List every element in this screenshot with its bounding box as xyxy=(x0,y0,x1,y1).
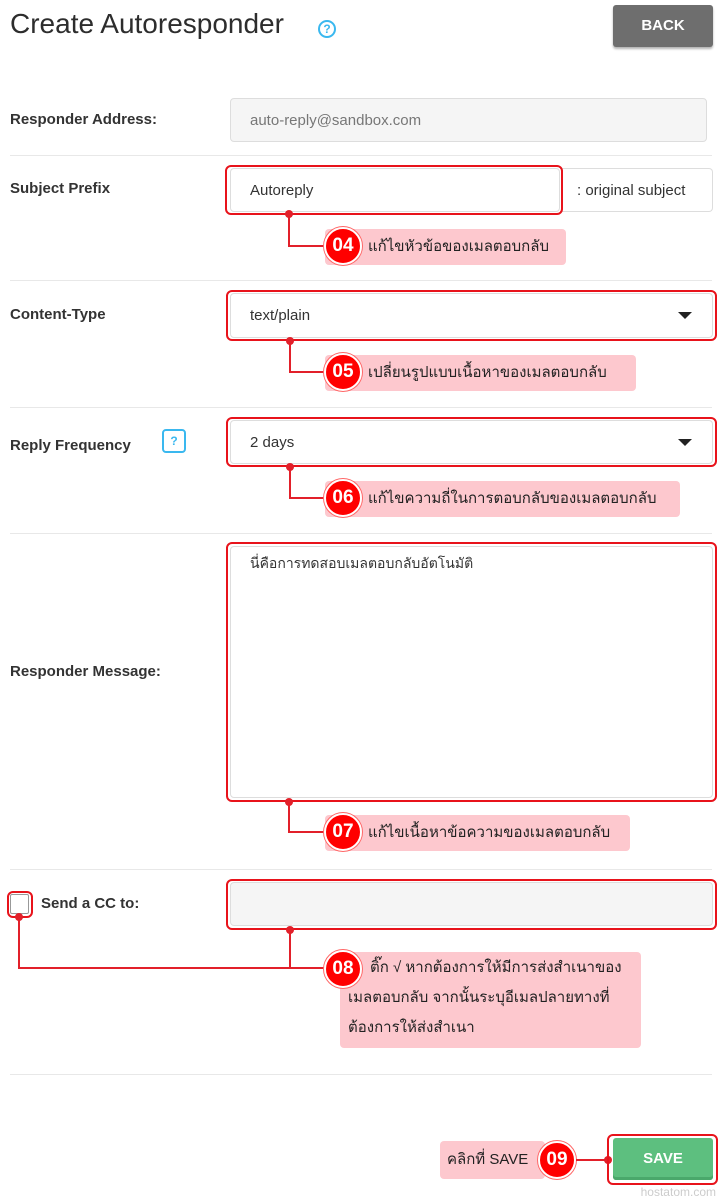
help-icon[interactable]: ? xyxy=(318,20,336,38)
responder-message-label: Responder Message: xyxy=(10,663,161,680)
subject-prefix-label: Subject Prefix xyxy=(10,180,111,197)
annotation-box xyxy=(225,165,563,215)
responder-address-label: Responder Address: xyxy=(10,111,157,128)
back-button[interactable]: BACK xyxy=(613,5,713,47)
connector-dot xyxy=(285,210,293,218)
annotation-box xyxy=(226,290,717,341)
connector xyxy=(289,497,329,499)
watermark: hostatom.com xyxy=(640,1185,716,1199)
subject-suffix-addon: : original subject xyxy=(560,168,713,212)
connector-dot xyxy=(286,337,294,345)
content-type-value: text/plain xyxy=(250,307,311,324)
connector xyxy=(289,467,291,499)
divider xyxy=(10,869,712,870)
content-type-select[interactable]: text/plain xyxy=(230,293,713,338)
connector xyxy=(288,214,290,247)
connector-dot xyxy=(286,463,294,471)
annotation-box xyxy=(226,542,717,802)
annotation-box xyxy=(607,1134,718,1185)
connector-dot xyxy=(286,926,294,934)
reply-frequency-select[interactable]: 2 days xyxy=(230,420,713,464)
connector xyxy=(576,1159,610,1161)
connector-dot xyxy=(15,913,23,921)
annotation-box xyxy=(226,879,717,930)
send-cc-label: Send a CC to: xyxy=(41,895,140,912)
callout-09: คลิกที่ SAVE xyxy=(440,1141,545,1179)
connector xyxy=(289,930,291,969)
callout-04: แก้ไขหัวข้อของเมลตอบกลับ xyxy=(325,229,566,265)
caret-down-icon xyxy=(678,312,692,319)
page-title: Create Autoresponder xyxy=(10,8,284,39)
connector xyxy=(18,917,20,969)
connector xyxy=(288,245,328,247)
callout-07: แก้ไขเนื้อหาข้อความของเมลตอบกลับ xyxy=(325,815,630,851)
annotation-box xyxy=(226,417,717,467)
connector xyxy=(289,341,291,373)
caret-down-icon xyxy=(678,439,692,446)
connector xyxy=(288,802,290,833)
reply-frequency-value: 2 days xyxy=(250,433,295,451)
callout-06: แก้ไขความถี่ในการตอบกลับของเมลตอบกลับ xyxy=(325,481,680,517)
step-badge: 08 xyxy=(324,950,362,988)
responder-address-field: auto-reply@sandbox.com xyxy=(230,98,707,142)
step-badge: 09 xyxy=(538,1141,576,1179)
reply-frequency-label: Reply Frequency xyxy=(10,437,131,454)
step-badge: 04 xyxy=(324,227,362,265)
divider xyxy=(10,1074,712,1075)
connector xyxy=(288,831,328,833)
callout-08: ติ๊ก √ หากต้องการให้มีการส่งสำเนาของเมลต… xyxy=(340,952,641,1048)
callout-05: เปลี่ยนรูปแบบเนื้อหาของเมลตอบกลับ xyxy=(325,355,636,391)
help-icon[interactable]: ? xyxy=(162,429,186,453)
connector xyxy=(289,371,329,373)
connector-dot xyxy=(285,798,293,806)
step-badge: 05 xyxy=(324,353,362,391)
step-badge: 07 xyxy=(324,813,362,851)
divider xyxy=(10,155,712,156)
send-cc-input[interactable] xyxy=(230,882,713,926)
subject-prefix-input[interactable]: Autoreply xyxy=(230,168,560,212)
responder-message-textarea[interactable]: นี่คือการทดสอบเมลตอบกลับอัตโนมัติ xyxy=(230,546,713,798)
connector xyxy=(18,967,328,969)
divider xyxy=(10,533,712,534)
content-type-label: Content-Type xyxy=(10,306,106,323)
step-badge: 06 xyxy=(324,479,362,517)
divider xyxy=(10,407,712,408)
save-button[interactable]: SAVE xyxy=(613,1138,713,1180)
divider xyxy=(10,280,712,281)
